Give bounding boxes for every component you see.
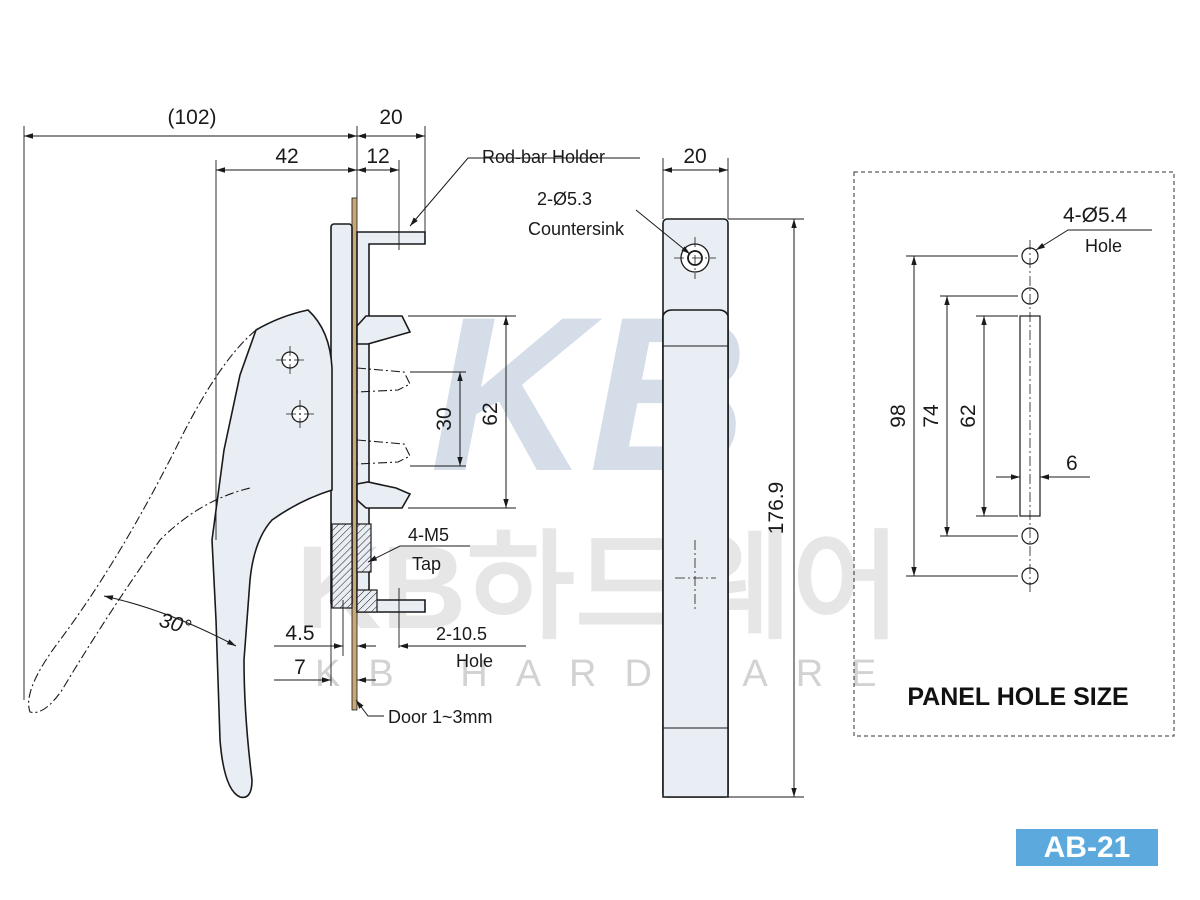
- dim-cam-span: 62: [479, 402, 502, 425]
- panel-frame: [853, 171, 1175, 737]
- dim-panel-slot: 62: [957, 404, 980, 427]
- dim-plate-depth: 20: [379, 106, 402, 129]
- callout-tap-size: 4-M5: [408, 525, 449, 545]
- dim-handle: 42: [275, 145, 298, 168]
- dim-tap-offset: 4.5: [285, 622, 314, 645]
- panel-hole-view: 98 74 62 6 4-Ø5.4 Hole PANEL HOLE SIZE: [853, 171, 1175, 737]
- handle-open-phantom: [28, 329, 257, 714]
- callout-countersink-label: Countersink: [528, 219, 625, 239]
- callout-panel-hole-size: 4-Ø5.4: [1063, 204, 1128, 227]
- callout-tap-label: Tap: [412, 554, 441, 574]
- side-view: (102) 20 42 12 62 30 Rod-bar Holder 4-M5…: [23, 106, 640, 799]
- model-badge: AB-21: [1016, 829, 1158, 866]
- cam-lower: [356, 481, 412, 509]
- front-handle: [662, 309, 729, 798]
- callout-rod-bar-holder: Rod-bar Holder: [482, 147, 605, 167]
- dim-angle: 30°: [157, 609, 194, 640]
- dim-panel-outer: 98: [887, 404, 910, 427]
- panel-title: PANEL HOLE SIZE: [907, 683, 1128, 711]
- front-view: 20 176.9 2-Ø5.3 Countersink: [528, 145, 804, 798]
- callout-hole-size: 2-10.5: [436, 624, 487, 644]
- tap-section: [331, 523, 353, 609]
- watermark-korean: KB하드웨어: [296, 522, 901, 654]
- callout-countersink-size: 2-Ø5.3: [537, 189, 592, 209]
- dim-front-width: 20: [683, 145, 706, 168]
- hole-section: [356, 589, 378, 613]
- callout-door: Door 1~3mm: [388, 707, 493, 727]
- dim-panel-mid: 74: [920, 404, 943, 428]
- dim-front-height: 176.9: [765, 482, 788, 535]
- dim-cam-pitch: 30: [433, 407, 456, 430]
- handle: [211, 309, 333, 799]
- dim-overall: (102): [167, 106, 216, 129]
- cam-phantom-lower: [356, 439, 411, 465]
- cam-phantom-upper: [356, 367, 411, 393]
- callout-hole-label: Hole: [456, 651, 493, 671]
- dim-inner: 12: [366, 145, 389, 168]
- dim-hole-offset: 7: [294, 656, 306, 679]
- callout-panel-hole-label: Hole: [1085, 236, 1122, 256]
- dim-panel-slot-width: 6: [1066, 452, 1078, 475]
- cam-upper: [356, 315, 412, 345]
- tap-section-inner: [356, 523, 372, 573]
- watermark-english: KB HARDWARE: [315, 653, 905, 695]
